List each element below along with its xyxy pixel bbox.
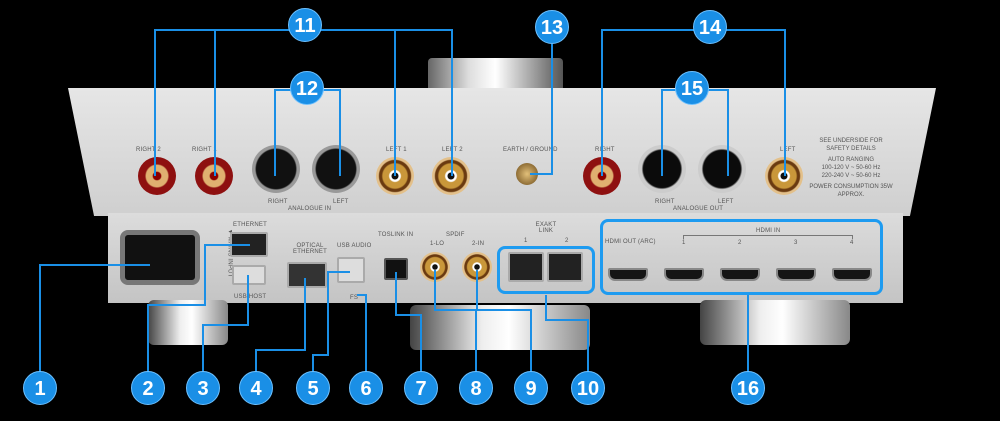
hdmi-in-bracket [683, 235, 853, 239]
label-hdmi1: 1 [682, 240, 686, 246]
line-1 [39, 264, 150, 372]
ethernet-port [230, 232, 268, 257]
label-hdmi4: 4 [850, 240, 854, 246]
label-hdmi-in: HDMI IN [756, 228, 781, 234]
xlr-in-left [312, 145, 360, 193]
label-hdmi-out: HDMI OUT (ARC) [605, 239, 656, 245]
foot-left [148, 300, 228, 345]
auto-ranging-text: AUTO RANGING [827, 157, 875, 163]
label-left1: LEFT 1 [386, 147, 407, 153]
callout-3: 3 [186, 371, 220, 405]
label-spdif: SPDIF [446, 232, 465, 238]
hdmi-in-4-port [832, 268, 872, 281]
label-ethernet: ETHERNET [233, 222, 267, 228]
callout-14: 14 [693, 10, 727, 44]
label-out-left: LEFT [780, 147, 796, 153]
power-info: SEE UNDERSIDE FOR SAFETY DETAILS AUTO RA… [808, 137, 894, 199]
line-9 [477, 309, 532, 372]
label-xlr-right: RIGHT [268, 199, 288, 205]
label-exakt2: 2 [565, 238, 569, 244]
voltage-2: 220-240 V ~ 50-60 Hz [821, 173, 881, 179]
foot-center [410, 305, 590, 350]
line-13 [530, 44, 553, 175]
callout-1: 1 [23, 371, 57, 405]
hdmi-in-1-port [664, 268, 704, 281]
callout-5: 5 [296, 371, 330, 405]
label-right1: RIGHT 1 [192, 147, 217, 153]
label-hdmi2: 2 [738, 240, 742, 246]
line-2 [147, 244, 250, 372]
label-xlr-out-left: LEFT [718, 199, 734, 205]
mains-power-socket [120, 230, 200, 285]
label-optical-ethernet: OPTICAL ETHERNET [293, 243, 327, 255]
foot-right [700, 300, 850, 345]
label-earth: EARTH / GROUND [503, 147, 558, 153]
label-exakt1: 1 [524, 238, 528, 244]
callout-6: 6 [349, 371, 383, 405]
xlr-out-left [698, 145, 746, 193]
power-consumption: POWER CONSUMPTION 35W APPROX. [809, 184, 893, 198]
callout-13: 13 [535, 10, 569, 44]
callout-9: 9 [514, 371, 548, 405]
label-hdmi3: 3 [794, 240, 798, 246]
exakt-link-2-port [547, 252, 583, 282]
line-5 [312, 271, 350, 372]
label-xlr-left: LEFT [333, 199, 349, 205]
label-spdif1: 1-LO [430, 241, 445, 247]
line-7 [395, 272, 422, 372]
line-3 [202, 275, 249, 372]
optical-ethernet-port [287, 262, 327, 288]
line-8-9 [434, 270, 478, 372]
callout-10: 10 [571, 371, 605, 405]
callout-12: 12 [290, 71, 324, 105]
label-spdif2: 2-IN [472, 241, 485, 247]
label-usb-host: USB HOST [234, 294, 267, 300]
rca-right-2 [138, 157, 176, 195]
line-4 [255, 278, 306, 372]
rear-panel-lower [108, 213, 903, 303]
safety-text: SEE UNDERSIDE FOR SAFETY DETAILS [819, 138, 883, 152]
label-fs: FS [350, 295, 359, 301]
callout-8: 8 [459, 371, 493, 405]
label-analogue-out: ANALOGUE OUT [673, 206, 724, 212]
label-out-right: RIGHT [595, 147, 615, 153]
usb-audio-port [337, 257, 365, 283]
label-right2: RIGHT 2 [136, 147, 161, 153]
callout-4: 4 [239, 371, 273, 405]
earth-terminal [516, 163, 538, 185]
callout-2: 2 [131, 371, 165, 405]
hdmi-in-3-port [776, 268, 816, 281]
label-xlr-out-right: RIGHT [655, 199, 675, 205]
hdmi-highlight [600, 219, 883, 295]
label-toslink: TOSLINK IN [378, 232, 414, 238]
line-10 [545, 295, 589, 372]
label-analogue-in: ANALOGUE IN [288, 206, 332, 212]
callout-11: 11 [288, 8, 322, 42]
label-usb-audio: USB AUDIO [337, 243, 372, 249]
hdmi-out-port [608, 268, 648, 281]
hdmi-in-2-port [720, 268, 760, 281]
exakt-link-1-port [508, 252, 544, 282]
callout-15: 15 [675, 71, 709, 105]
exakt-link-highlight [497, 246, 595, 294]
callout-7: 7 [404, 371, 438, 405]
label-exakt-link: EXAKT LINK [535, 222, 557, 234]
volume-knob [428, 58, 563, 92]
voltage-1: 100-120 V ~ 50-60 Hz [821, 165, 881, 171]
callout-16: 16 [731, 371, 765, 405]
line-6 [357, 294, 367, 372]
